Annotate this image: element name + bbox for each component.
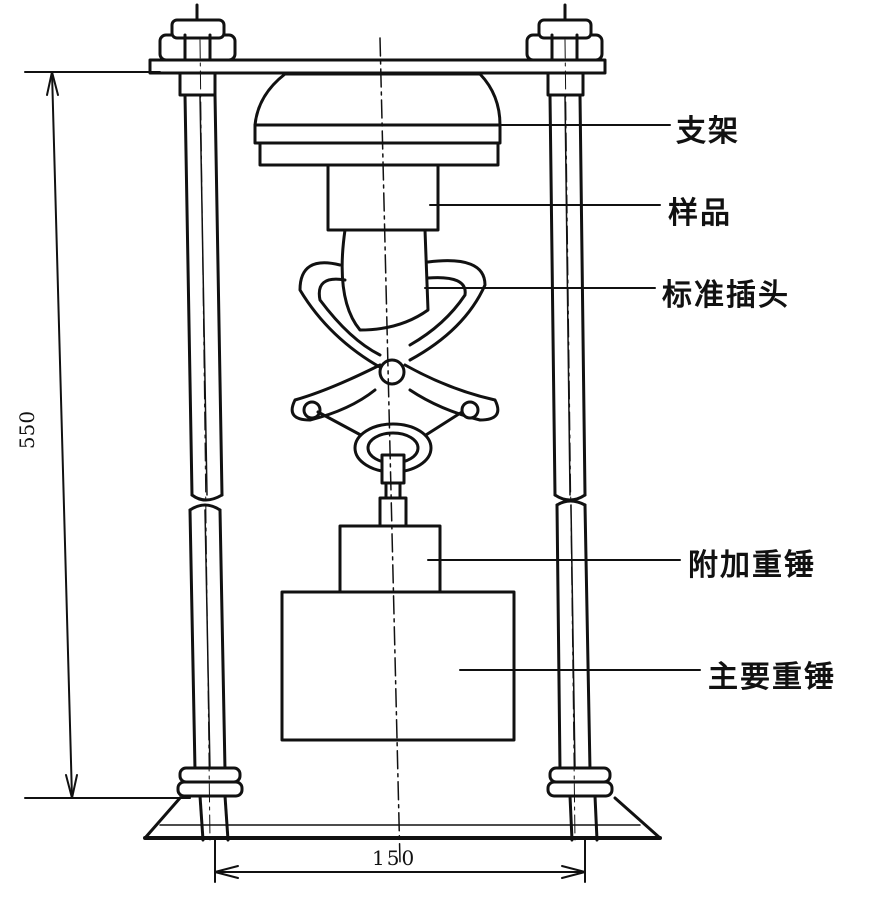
left-bottom-nut [176,766,244,842]
width-dimension-value: 150 [372,846,417,870]
frame-bracket [253,72,502,167]
standard-plug [340,228,430,332]
label-sample: 样品 [668,196,732,231]
left-support-rod [178,71,227,772]
right-top-nut [525,3,604,62]
center-line [379,37,401,863]
label-main-weight: 主要重锤 [708,660,836,695]
label-standard-plug: 标准插头 [662,278,790,313]
leader-lines [424,124,701,671]
additional-weight [338,524,442,594]
left-top-nut [158,3,237,62]
height-dimension [24,71,191,799]
clamp-tongs [290,259,500,442]
hanging-ring [353,422,433,500]
label-additional-weight: 附加重锤 [688,548,816,583]
base-plate [143,796,662,840]
right-support-rod [546,71,592,772]
label-frame: 支架 [676,114,740,149]
height-dimension-value: 550 [15,410,40,450]
main-weight [280,590,516,742]
right-bottom-nut [546,766,614,842]
weight-rod [378,496,408,528]
top-plate [148,58,607,75]
width-dimension [214,837,586,883]
